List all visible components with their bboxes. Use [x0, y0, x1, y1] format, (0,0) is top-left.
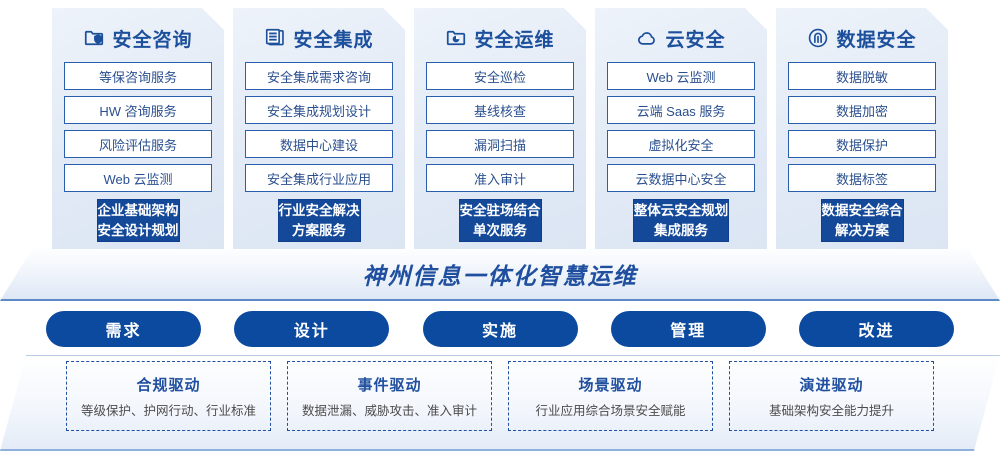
highlight-line-2: 方案服务 [292, 222, 346, 238]
service-item[interactable]: 数据保护 [788, 130, 936, 158]
driver-title: 场景驱动 [578, 376, 643, 394]
service-item[interactable]: Web 云监测 [64, 164, 212, 192]
phase-pill-design[interactable]: 设计 [234, 311, 390, 347]
driver-card-incident[interactable]: 事件驱动 数据泄漏、威胁攻击、准入审计 [287, 361, 492, 431]
banner-shape [0, 249, 1000, 301]
driver-description: 等级保护、护网行动、行业标准 [80, 403, 256, 418]
banner-title: 神州信息一体化智慧运维 [362, 263, 638, 289]
pillar-card-header: 安全集成 [264, 18, 373, 58]
highlight-line-2: 解决方案 [835, 222, 889, 238]
driver-description: 行业应用综合场景安全赋能 [535, 403, 686, 418]
service-list: Web 云监测 云端 Saas 服务 虚拟化安全 云数据中心安全 [607, 62, 755, 192]
driver-title: 合规驱动 [136, 376, 201, 394]
pillar-card-security-integration[interactable]: 安全集成 安全集成需求咨询 安全集成规划设计 数据中心建设 安全集成行业应用 行… [233, 8, 405, 253]
fingerprint-icon [807, 27, 829, 49]
drivers-row: 合规驱动 等级保护、护网行动、行业标准 事件驱动 数据泄漏、威胁攻击、准入审计 … [0, 361, 1000, 445]
pillar-cards-row: 安全咨询 等保咨询服务 HW 咨询服务 风险评估服务 Web 云监测 企业基础架… [0, 8, 1000, 256]
drivers-band-shape [0, 355, 1000, 451]
pillar-card-cloud-security[interactable]: 云安全 Web 云监测 云端 Saas 服务 虚拟化安全 云数据中心安全 整体云… [595, 8, 767, 253]
service-item[interactable]: 数据标签 [788, 164, 936, 192]
service-item[interactable]: 安全集成行业应用 [245, 164, 393, 192]
phase-pill-improvement[interactable]: 改进 [799, 311, 954, 347]
service-item[interactable]: 虚拟化安全 [607, 130, 755, 158]
highlight-line-1: 企业基础架构 [97, 202, 179, 218]
service-item[interactable]: 风险评估服务 [64, 130, 212, 158]
driver-title: 事件驱动 [357, 376, 422, 394]
pillar-card-header: 云安全 [636, 18, 725, 58]
service-item[interactable]: 数据加密 [788, 96, 936, 124]
driver-card-compliance[interactable]: 合规驱动 等级保护、护网行动、行业标准 [66, 361, 271, 431]
pillar-title: 云安全 [665, 29, 726, 51]
service-item[interactable]: 安全集成规划设计 [245, 96, 393, 124]
pillar-title: 安全集成 [293, 29, 374, 51]
service-item[interactable]: Web 云监测 [607, 62, 755, 90]
service-list: 安全集成需求咨询 安全集成规划设计 数据中心建设 安全集成行业应用 [245, 62, 393, 192]
pillar-title: 安全运维 [474, 29, 555, 51]
pillar-card-security-operations[interactable]: 安全运维 安全巡检 基线核查 漏洞扫描 准入审计 安全驻场结合 单次服务 [414, 8, 586, 253]
service-item[interactable]: 数据中心建设 [245, 130, 393, 158]
pillar-title: 安全咨询 [112, 29, 193, 51]
highlight-line-1: 整体云安全规划 [633, 202, 729, 218]
service-list: 等保咨询服务 HW 咨询服务 风险评估服务 Web 云监测 [64, 62, 212, 192]
service-item[interactable]: HW 咨询服务 [64, 96, 212, 124]
pillar-card-header: 安全运维 [445, 18, 554, 58]
pillar-card-data-security[interactable]: 数据安全 数据脱敏 数据加密 数据保护 数据标签 数据安全综合 解决方案 [776, 8, 948, 253]
pillar-highlight[interactable]: 安全驻场结合 单次服务 [459, 199, 542, 242]
pillar-highlight[interactable]: 整体云安全规划 集成服务 [633, 199, 730, 242]
stacked-layers-icon [264, 27, 286, 49]
highlight-line-2: 集成服务 [654, 222, 708, 238]
driver-card-evolution[interactable]: 演进驱动 基础架构安全能力提升 [729, 361, 934, 431]
platform-banner: 神州信息一体化智慧运维 [0, 249, 1000, 301]
driver-card-scenario[interactable]: 场景驱动 行业应用综合场景安全赋能 [508, 361, 713, 431]
driver-title: 演进驱动 [799, 376, 864, 394]
service-item[interactable]: 准入审计 [426, 164, 574, 192]
folder-shield-icon [83, 27, 105, 49]
highlight-line-2: 安全设计规划 [97, 222, 179, 238]
pillar-highlight[interactable]: 数据安全综合 解决方案 [821, 199, 904, 242]
pillar-card-header: 安全咨询 [83, 18, 192, 58]
phase-pill-management[interactable]: 管理 [610, 311, 766, 347]
pillar-card-header: 数据安全 [807, 18, 916, 58]
drivers-band: 合规驱动 等级保护、护网行动、行业标准 事件驱动 数据泄漏、威胁攻击、准入审计 … [0, 355, 1000, 451]
service-list: 数据脱敏 数据加密 数据保护 数据标签 [788, 62, 936, 192]
service-item[interactable]: 基线核查 [426, 96, 574, 124]
pillar-card-security-consulting[interactable]: 安全咨询 等保咨询服务 HW 咨询服务 风险评估服务 Web 云监测 企业基础架… [52, 8, 224, 253]
service-item[interactable]: 等保咨询服务 [64, 62, 212, 90]
phase-pill-requirements[interactable]: 需求 [46, 311, 201, 347]
service-item[interactable]: 安全集成需求咨询 [245, 62, 393, 90]
driver-description: 数据泄漏、威胁攻击、准入审计 [301, 403, 477, 418]
service-item[interactable]: 云端 Saas 服务 [607, 96, 755, 124]
phase-pills-row: 需求 设计 实施 管理 改进 [0, 311, 1000, 349]
pillar-highlight[interactable]: 企业基础架构 安全设计规划 [97, 199, 180, 242]
phase-pill-implementation[interactable]: 实施 [422, 311, 578, 347]
service-list: 安全巡检 基线核查 漏洞扫描 准入审计 [426, 62, 574, 192]
folder-chart-icon [445, 27, 467, 49]
service-item[interactable]: 数据脱敏 [788, 62, 936, 90]
highlight-line-2: 单次服务 [473, 222, 527, 238]
pillar-highlight[interactable]: 行业安全解决 方案服务 [278, 199, 361, 242]
highlight-line-1: 行业安全解决 [278, 202, 360, 218]
service-item[interactable]: 云数据中心安全 [607, 164, 755, 192]
pillar-title: 数据安全 [836, 29, 917, 51]
service-item[interactable]: 漏洞扫描 [426, 130, 574, 158]
driver-description: 基础架构安全能力提升 [768, 403, 894, 418]
highlight-line-1: 安全驻场结合 [459, 202, 541, 218]
service-item[interactable]: 安全巡检 [426, 62, 574, 90]
cloud-icon [636, 27, 658, 49]
highlight-line-1: 数据安全综合 [821, 202, 903, 218]
